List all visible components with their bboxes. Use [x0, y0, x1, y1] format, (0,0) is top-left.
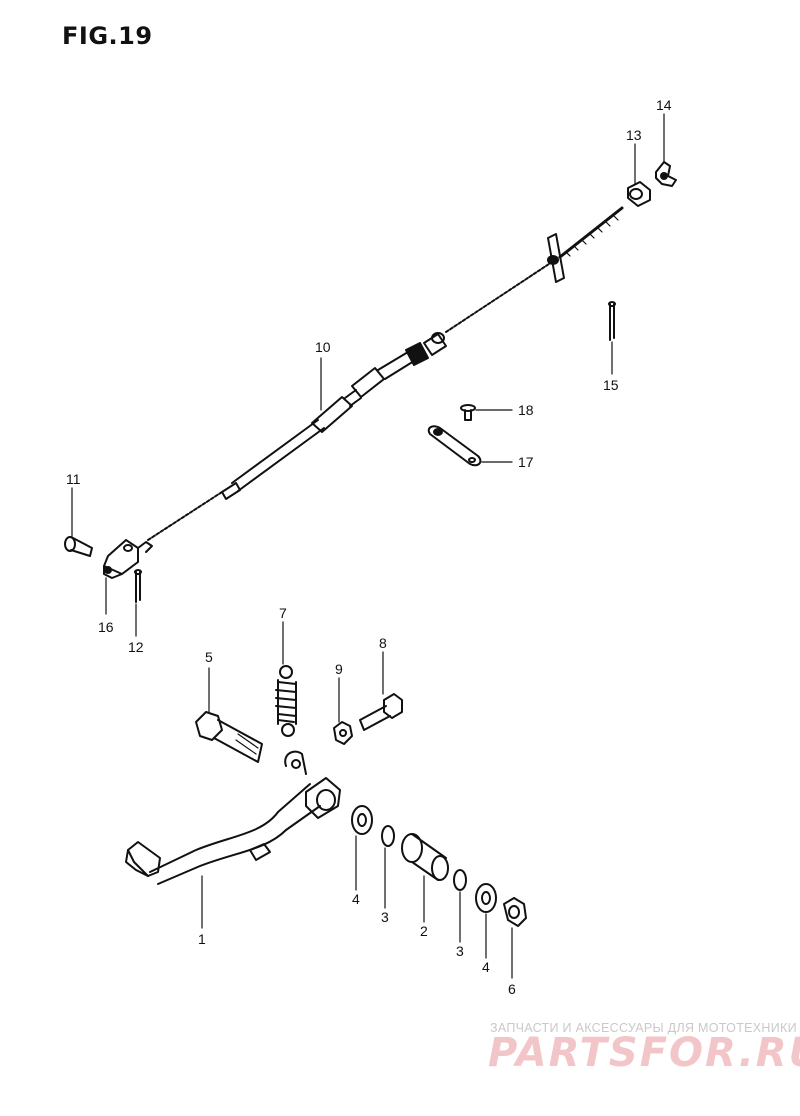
callout-4-right: 4 [482, 959, 490, 975]
clamp [427, 425, 482, 467]
callout-9: 9 [335, 661, 343, 677]
o-ring-right [453, 869, 467, 891]
callout-18: 18 [518, 402, 534, 418]
callout-7: 7 [279, 605, 287, 621]
callout-3-left: 3 [381, 909, 389, 925]
screw-18 [460, 404, 476, 421]
brake-pedal [125, 750, 341, 885]
clevis-pin [64, 536, 93, 557]
washer-left [351, 805, 373, 835]
callout-6: 6 [508, 981, 516, 997]
callout-labels: 10 11 16 12 13 14 15 18 17 5 7 9 8 1 4 3… [66, 97, 672, 997]
pivot-bolt [195, 711, 263, 763]
cable-joint [627, 181, 651, 207]
return-spring [275, 665, 297, 737]
callout-14: 14 [656, 97, 672, 113]
callout-17: 17 [518, 454, 534, 470]
brake-cable [147, 206, 624, 541]
callout-2: 2 [420, 923, 428, 939]
leader-lines [71, 113, 665, 979]
bushing [401, 833, 449, 881]
callout-11: 11 [66, 471, 81, 487]
nut-9 [333, 721, 353, 745]
watermark-tagline: ЗАПЧАСТИ И АКСЕССУАРЫ ДЛЯ МОТОТЕХНИКИ [490, 1021, 797, 1035]
callout-12: 12 [128, 639, 144, 655]
callout-10: 10 [315, 339, 331, 355]
callout-16: 16 [98, 619, 114, 635]
o-ring-left [381, 825, 395, 847]
callout-1: 1 [198, 931, 206, 947]
callout-13: 13 [626, 127, 642, 143]
bolt-8 [359, 693, 403, 731]
callout-4-left: 4 [352, 891, 360, 907]
callout-15: 15 [603, 377, 619, 393]
cotter-pin-12 [134, 569, 142, 603]
figure-title: FIG.19 [62, 22, 153, 50]
clevis [103, 539, 153, 579]
callout-8: 8 [379, 635, 387, 651]
wing-nut [655, 161, 677, 187]
watermark-logo: PARTSFOR.RU [488, 1030, 800, 1076]
nut-6 [503, 897, 527, 927]
callout-5: 5 [205, 649, 213, 665]
cotter-pin-15 [608, 301, 616, 341]
washer-right [475, 883, 497, 913]
callout-3-right: 3 [456, 943, 464, 959]
